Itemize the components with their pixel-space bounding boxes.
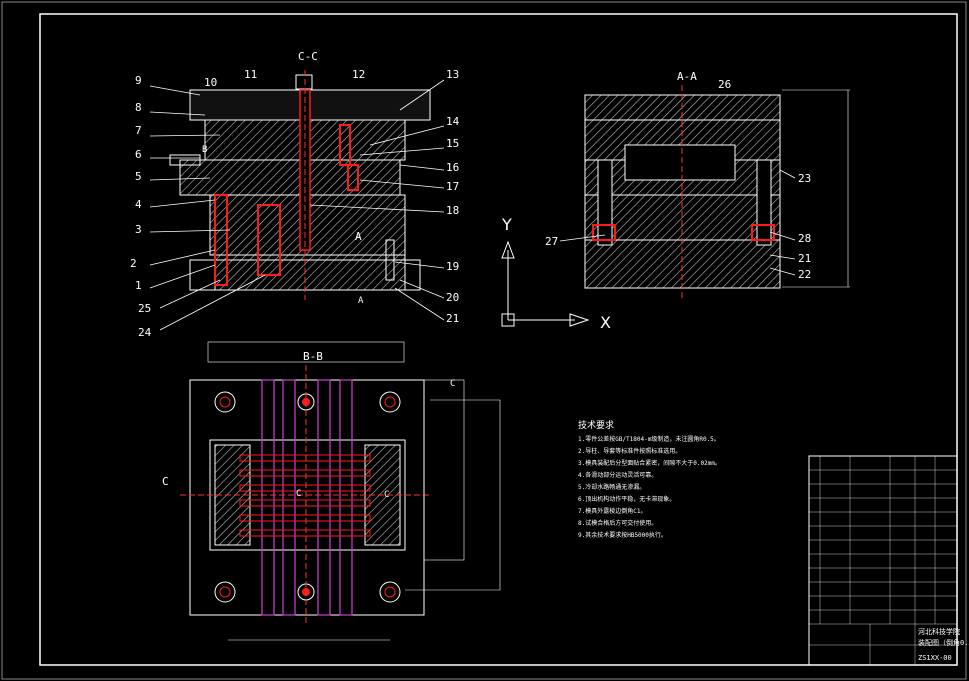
- plan-side-dim: [423, 379, 465, 561]
- callout-25: 25: [138, 302, 151, 315]
- callout-27: 27: [545, 235, 558, 248]
- ucs-axis-indicator: Y X: [501, 215, 611, 332]
- note-item: 9.其余技术要求按HB5000执行。: [578, 531, 667, 539]
- callout-6: 6: [135, 148, 142, 161]
- callout-20: 20: [446, 291, 459, 304]
- callout-24: 24: [138, 326, 152, 339]
- note-item: 4.各滑动部分运动灵活可靠。: [578, 471, 657, 479]
- notes-heading: 技术要求: [578, 419, 614, 431]
- plan-section-line: [405, 399, 501, 591]
- section-marker-a-bottom: A: [358, 296, 364, 306]
- side-section-view: A-A 26 23 27 28 21 22: [545, 70, 850, 298]
- side-cavity-insert: [624, 144, 736, 181]
- plan-ejector-rails: [261, 379, 353, 616]
- callout-2: 2: [130, 257, 137, 270]
- bom-table: [808, 455, 958, 666]
- callout-21-side: 21: [798, 252, 811, 265]
- callout-19: 19: [446, 260, 459, 273]
- drawing-border: [39, 13, 958, 666]
- callout-13: 13: [446, 68, 459, 81]
- section-marker-b: B: [202, 145, 207, 155]
- callout-17: 17: [446, 180, 459, 193]
- callout-28: 28: [798, 232, 811, 245]
- side-spring-left: [592, 224, 616, 241]
- note-item: 7.模具外露棱边倒角C1。: [578, 507, 646, 515]
- note-item: 1.零件公差按GB/T1804-m级制造，未注圆角R0.5。: [578, 435, 720, 443]
- plan-top-dim: [207, 341, 405, 363]
- plan-cavity-runners: [239, 454, 371, 537]
- callout-21: 21: [446, 312, 459, 325]
- callout-26: 26: [718, 78, 731, 91]
- callout-3: 3: [135, 223, 142, 236]
- note-item: 6.顶出机构动作平稳，无卡滞现象。: [578, 495, 675, 503]
- section-marker-a: A: [355, 230, 362, 243]
- callout-5: 5: [135, 170, 142, 183]
- guide-pillar-left: [214, 194, 228, 286]
- callout-12: 12: [352, 68, 365, 81]
- callout-16: 16: [446, 161, 459, 174]
- slider-spring: [347, 164, 359, 191]
- locating-ring: [295, 74, 313, 90]
- left-callouts: 9 8 7 6 5 4 3 2 1 25 24: [130, 74, 266, 339]
- note-item: 5.冷却水路畅通无渗漏。: [578, 483, 645, 491]
- side-slider: [169, 154, 201, 166]
- cavity-plate: [179, 159, 401, 196]
- plan-marker-center: C: [296, 489, 301, 499]
- side-spring-right: [751, 224, 775, 241]
- side-guide-right: [756, 159, 772, 246]
- callout-23: 23: [798, 172, 811, 185]
- axis-x-label: X: [600, 313, 611, 332]
- callout-1: 1: [135, 279, 142, 292]
- technical-notes: 技术要求 1.零件公差按GB/T1804-m级制造，未注圆角R0.5。 2.导柱…: [578, 419, 721, 539]
- callout-22: 22: [798, 268, 811, 281]
- plan-marker-top: C: [450, 379, 455, 389]
- callout-10: 10: [204, 76, 217, 89]
- return-pin: [385, 239, 395, 281]
- callout-14: 14: [446, 115, 460, 128]
- plan-view-title: B-B: [303, 350, 323, 363]
- main-section-view: C-C B A A 9 8 7 6 5 4 3 2 1: [130, 50, 460, 339]
- note-item: 2.导柱、导套等标准件按照标准选用。: [578, 447, 681, 455]
- axis-y-label: Y: [501, 215, 512, 234]
- callout-11: 11: [244, 68, 257, 81]
- plan-view: B-B: [162, 341, 501, 641]
- callout-4: 4: [135, 198, 142, 211]
- callout-7: 7: [135, 124, 142, 137]
- drawing-title: 装配图（倒角0.5）: [918, 638, 969, 647]
- callout-15: 15: [446, 137, 459, 150]
- callout-18: 18: [446, 204, 459, 217]
- title-block: 河北科技学院 装配图（倒角0.5） ZS1XX-00: [808, 455, 969, 666]
- note-item: 8.试模合格后方可交付使用。: [578, 519, 657, 527]
- side-guide-left: [597, 159, 613, 246]
- main-section-title: C-C: [298, 50, 318, 63]
- note-item: 3.模具装配后分型面贴合紧密，间隙不大于0.02mm。: [578, 459, 721, 467]
- school-name: 河北科技学院: [918, 627, 960, 636]
- side-section-title: A-A: [677, 70, 697, 83]
- plan-marker-left: C: [162, 475, 169, 488]
- ejector-pin-assembly: [257, 204, 281, 276]
- inclined-pin: [339, 124, 351, 166]
- callout-8: 8: [135, 101, 142, 114]
- drawing-number: ZS1XX-00: [918, 654, 952, 662]
- plan-marker-right: C: [384, 490, 389, 500]
- right-callouts: 10 11 12 13 14 15 16 17 18 19 20 21: [204, 68, 460, 325]
- callout-9: 9: [135, 74, 142, 87]
